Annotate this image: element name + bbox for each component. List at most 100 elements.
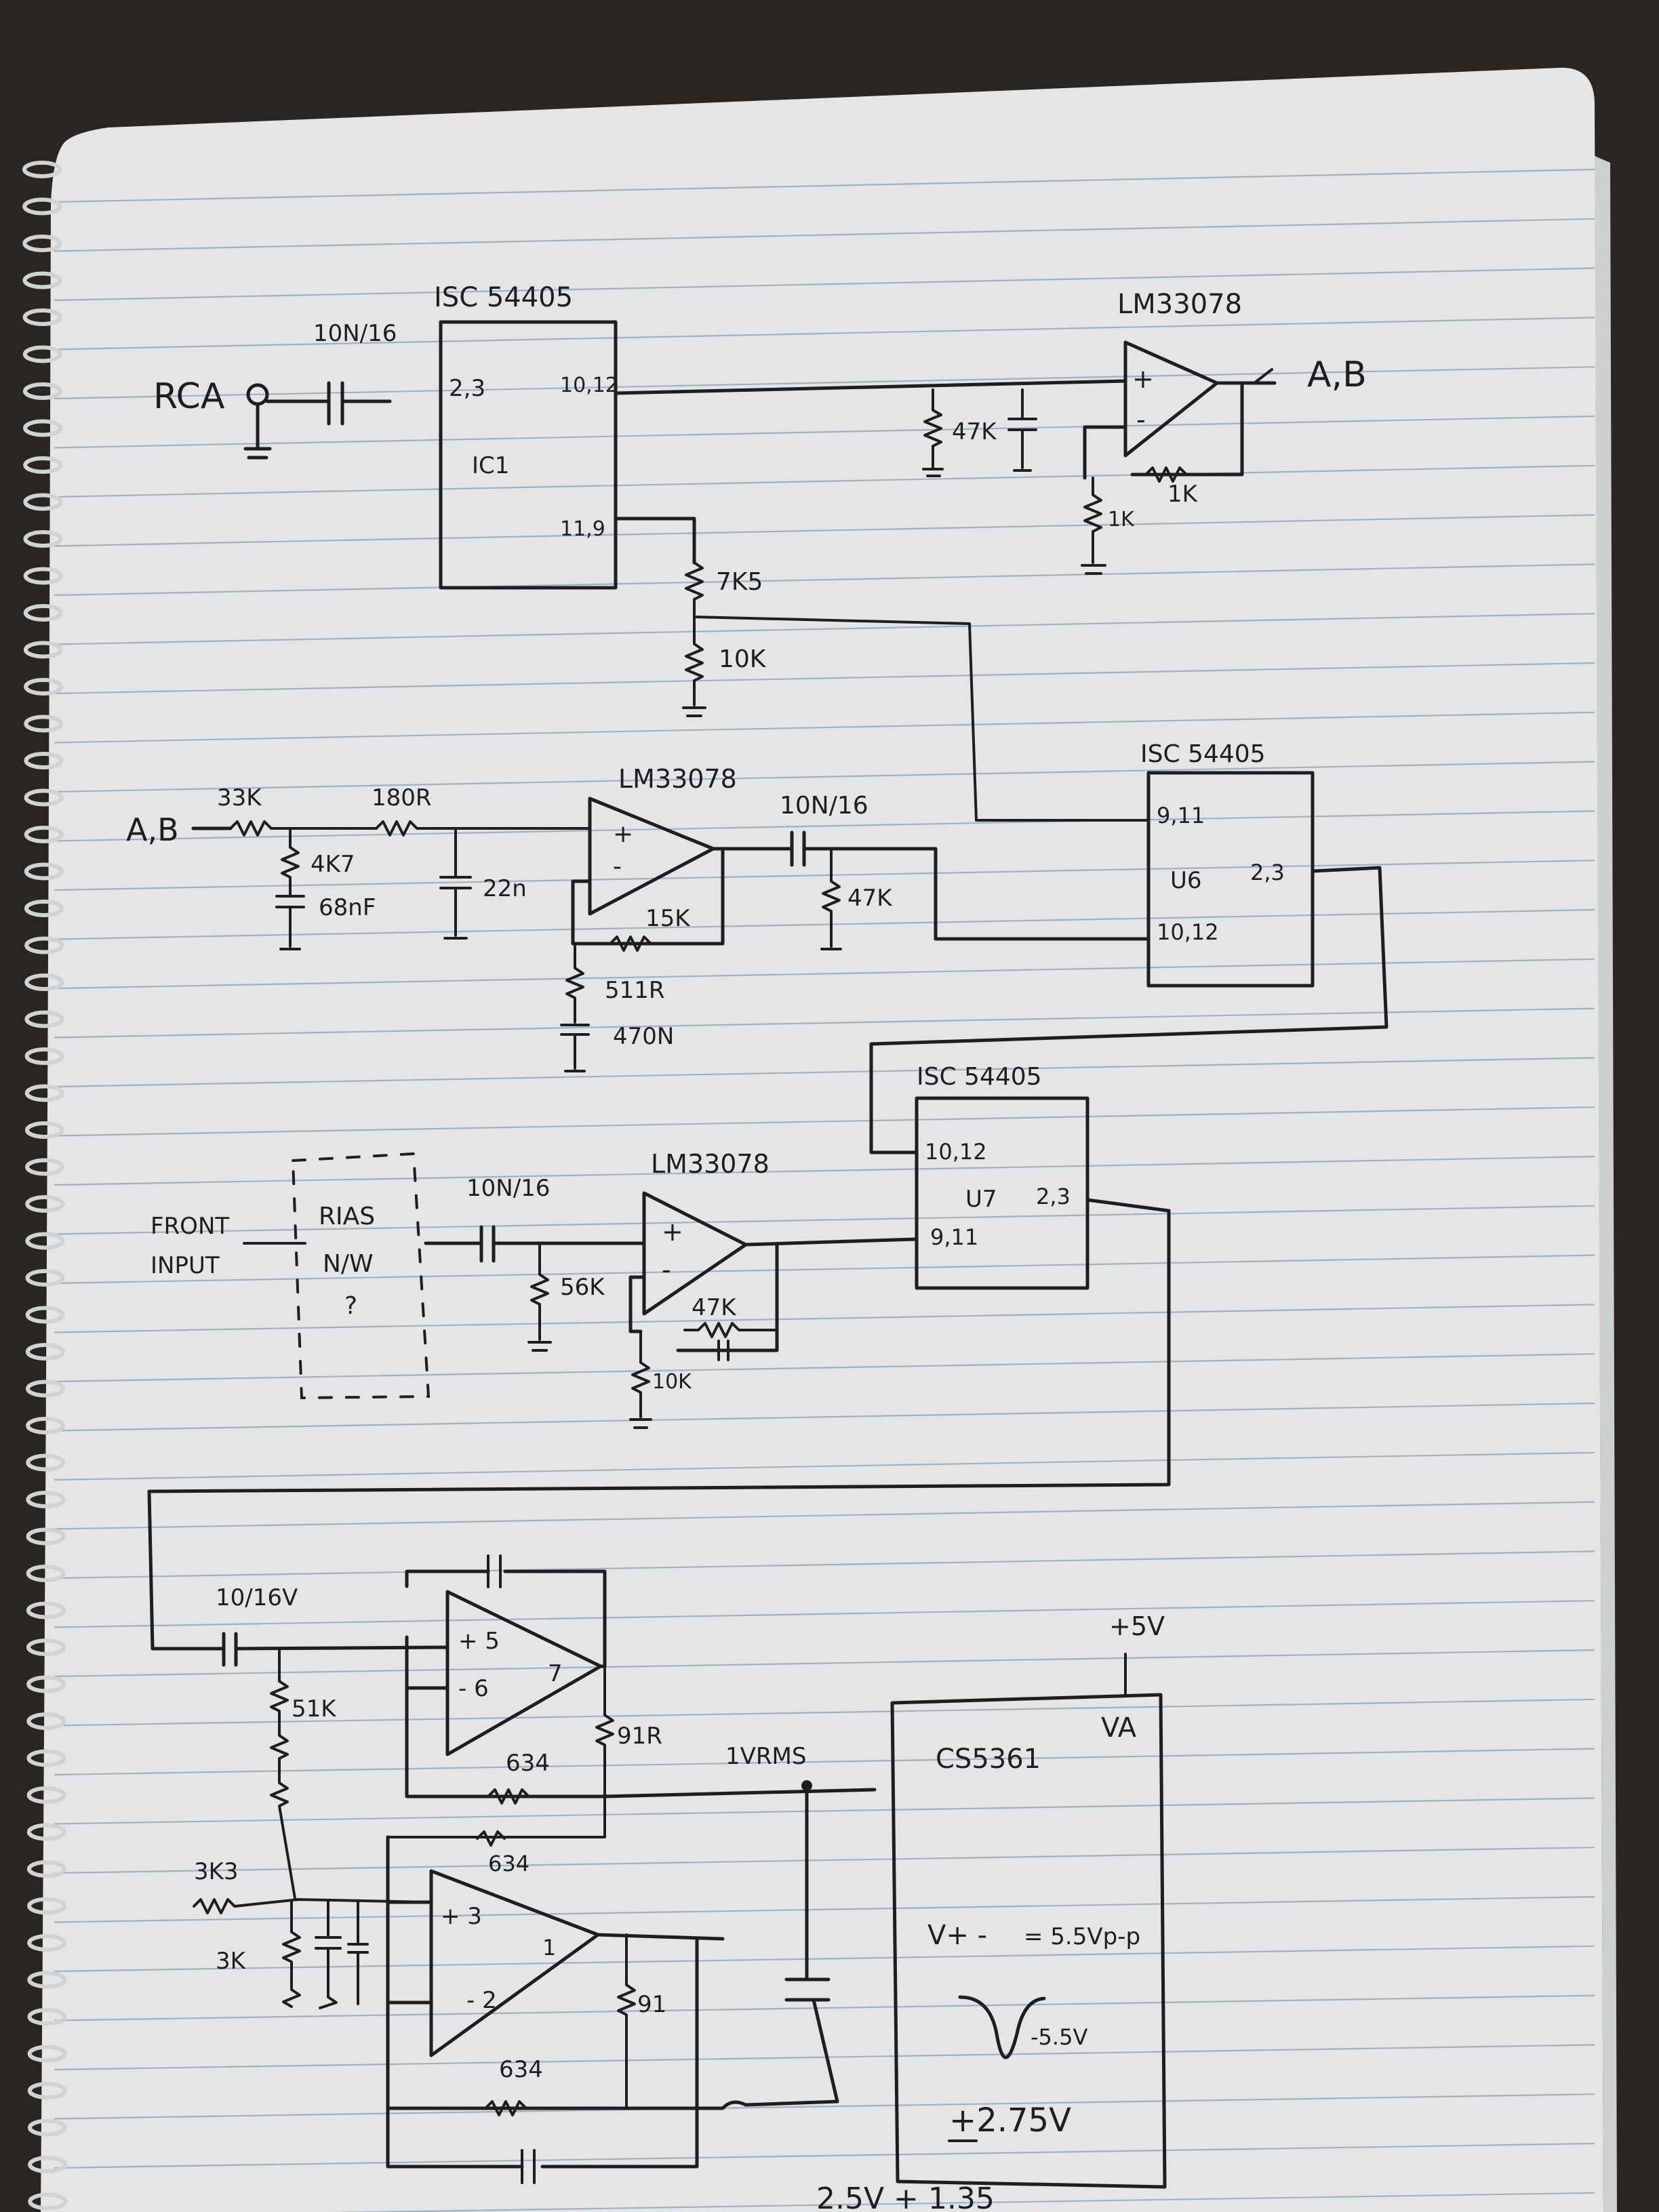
- spiral-ring: [22, 197, 62, 216]
- ruled-line: [54, 1353, 1595, 1383]
- spiral-ring: [27, 1971, 67, 1989]
- resistor-180r: [375, 820, 590, 837]
- spiral-ring: [26, 1786, 66, 1804]
- ic-u7-ref: U7: [965, 1186, 997, 1213]
- resistor-ground: [1081, 477, 1106, 575]
- cap-in3-label: 10N/16: [466, 1175, 550, 1202]
- capacitor-output: [784, 1784, 839, 2104]
- spiral-ring: [25, 1195, 65, 1213]
- ruled-line: [54, 761, 1595, 793]
- spiral-ring: [24, 973, 64, 991]
- ruled-line: [54, 711, 1595, 744]
- resistor-feedback: [1144, 466, 1188, 483]
- front-input-label-2: INPUT: [151, 1252, 220, 1279]
- resistor-56k: [527, 1242, 552, 1352]
- ruled-line: [54, 1698, 1595, 1727]
- spiral-ring: [27, 2082, 67, 2099]
- ruled-line: [54, 2044, 1595, 2071]
- spiral-ring: [24, 936, 64, 954]
- opampB-wires: [386, 1933, 725, 2169]
- spiral-ring: [24, 826, 64, 843]
- spiral-ring: [27, 2008, 67, 2026]
- ruled-line: [54, 1254, 1595, 1285]
- spiral-ring: [26, 1749, 66, 1767]
- ruled-line: [54, 366, 1595, 400]
- ruled-line: [54, 464, 1595, 498]
- ruled-line: [54, 958, 1595, 990]
- box-line-1: RIAS: [319, 1203, 375, 1230]
- capacitor-filter: [439, 827, 472, 940]
- stage1-circuit: RCA 10N/16 ISC 54405 2,3 10,12 IC1 11,9 …: [153, 282, 1367, 822]
- page-edge: [1595, 156, 1617, 2212]
- va-pin-label: VA: [1101, 1712, 1137, 1744]
- opampA-minus: - 6: [458, 1675, 489, 1702]
- r-pulldown-label: 47K: [952, 418, 997, 445]
- spiral-ring: [24, 900, 64, 917]
- box-line-2: N/W: [323, 1250, 374, 1278]
- opamp1-name: LM33078: [1117, 289, 1242, 320]
- r-b-out-label: 91: [637, 1991, 666, 2018]
- ruled-line: [54, 860, 1595, 891]
- waveform-sketch: [958, 1995, 1046, 2059]
- ic-u6-pin-a: 9,11: [1157, 803, 1205, 828]
- ruled-line: [54, 1007, 1595, 1039]
- spiral-ring: [26, 1491, 66, 1508]
- level-label: 1VRMS: [725, 1743, 806, 1770]
- spiral-ring: [22, 235, 62, 252]
- ic-u6-pin-c: 2,3: [1250, 860, 1285, 885]
- spiral-ring: [26, 1453, 66, 1472]
- r-ground3-label: 10K: [652, 1370, 692, 1394]
- spiral-ring: [28, 2192, 68, 2211]
- spiral-ring: [26, 1601, 66, 1620]
- ruled-line: [54, 1748, 1595, 1776]
- ruled-line: [54, 810, 1595, 842]
- ground-symbol: [243, 402, 272, 460]
- spiral-ring: [27, 2118, 67, 2137]
- vpp-value: = 5.5Vp-p: [1024, 1923, 1140, 1950]
- notebook-page: [41, 67, 1603, 2212]
- stage4-circuit: 10/16V 51K + 5 - 6 7 634 91R 1VRMS 3K3 3…: [193, 1554, 877, 2184]
- ruled-line: [54, 662, 1595, 695]
- ic1-box: [439, 320, 618, 590]
- spiral-ring: [22, 382, 62, 400]
- ic1-pin-ctrl: 11,9: [560, 517, 605, 541]
- rca-input-label: RCA: [153, 376, 225, 417]
- opamp1-triangle: [1123, 340, 1219, 458]
- ruled-line: [54, 168, 1595, 203]
- spiral-ring: [24, 678, 64, 696]
- r-bias-label: 51K: [292, 1695, 337, 1723]
- ic-u7-pin-b: 2,3: [1036, 1184, 1071, 1209]
- opamp3-triangle: [642, 1191, 748, 1316]
- ruled-line: [330, 2192, 1595, 2212]
- spiral-ring: [22, 161, 62, 178]
- ruled-lines: [54, 168, 1595, 2212]
- spiral-ring: [24, 862, 64, 881]
- opamp2-name: LM33078: [618, 764, 737, 794]
- resistor-634-b: [484, 2100, 527, 2116]
- cap-in3-wire: [424, 1225, 645, 1263]
- ruled-line: [54, 1402, 1595, 1432]
- r-divider-bottom-label: 10K: [719, 645, 767, 673]
- capacitor-fb: [711, 1340, 740, 1361]
- cap-in-label: 10N/16: [313, 320, 397, 347]
- ic1-pin-out: 10,12: [560, 374, 618, 397]
- r-b-fb-label: 634: [499, 2056, 543, 2083]
- opampA-plus: + 5: [458, 1628, 500, 1655]
- spiral-ring: [24, 1010, 64, 1028]
- spiral-ring: [27, 1897, 67, 1915]
- spiral-ring: [22, 345, 62, 363]
- ruled-line: [54, 1895, 1595, 1923]
- spiral-ring: [22, 308, 62, 326]
- spiral-binding: [22, 161, 68, 2211]
- supply-label: +5V: [1109, 1611, 1165, 1641]
- resistor-divider-bottom: [682, 616, 706, 717]
- r1-label: 33K: [217, 784, 262, 811]
- spiral-ring: [24, 788, 64, 807]
- r-a-fb-label: 634: [506, 1750, 550, 1777]
- ic-u6-ref: U6: [1170, 867, 1202, 894]
- ruled-line: [54, 1057, 1595, 1088]
- ruled-line: [54, 1205, 1595, 1235]
- opamp2-feedback-wire: [571, 847, 782, 946]
- spiral-ring: [27, 1934, 67, 1952]
